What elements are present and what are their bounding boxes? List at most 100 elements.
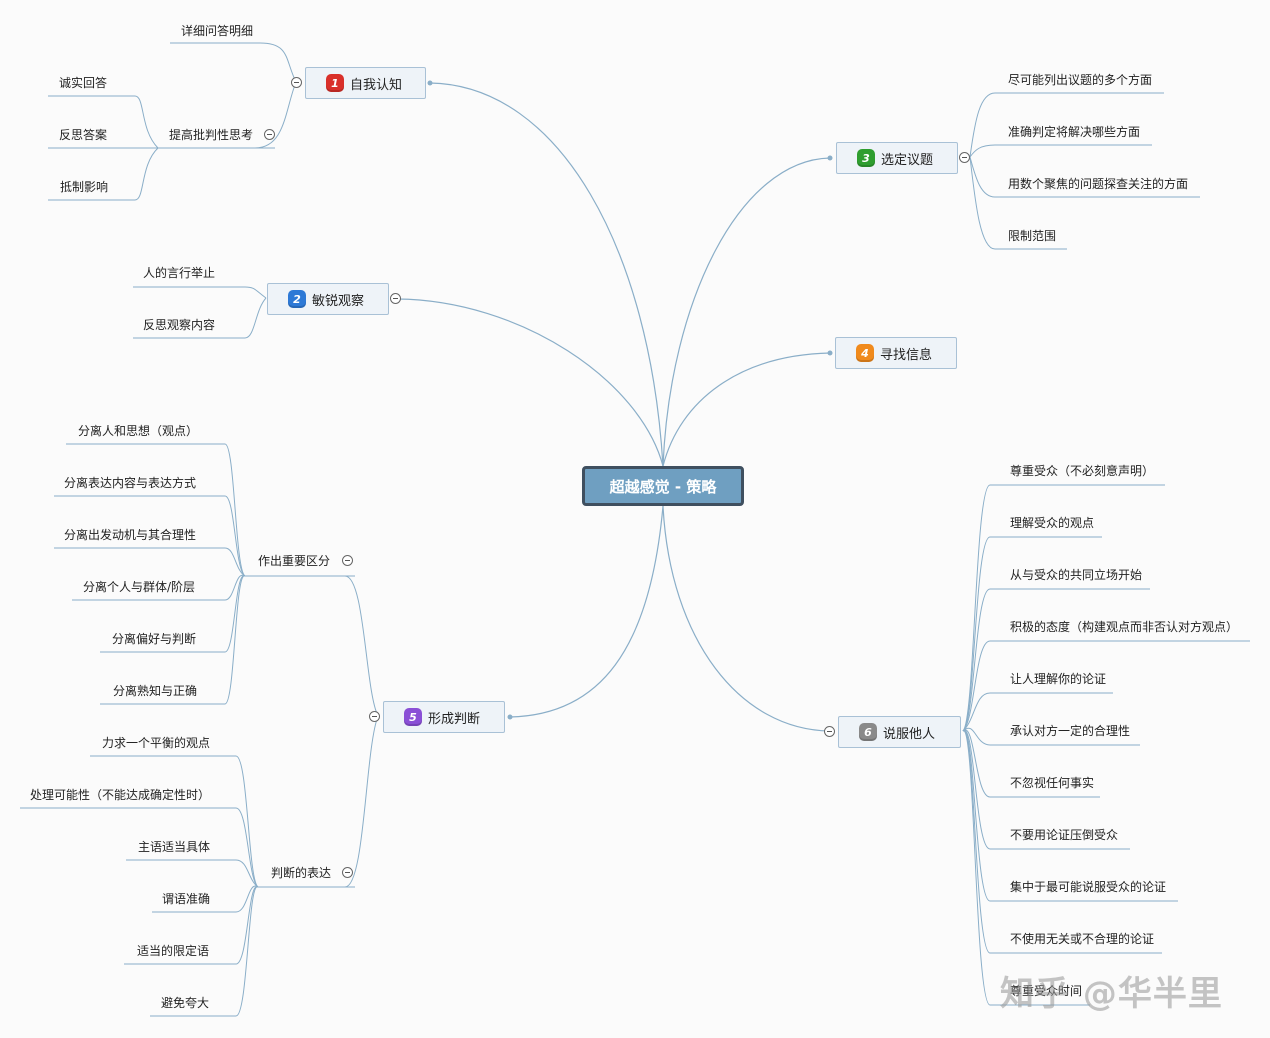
collapse-toggle-icon[interactable] <box>342 555 353 566</box>
leaf-topic[interactable]: 反思答案 <box>59 128 108 142</box>
subtopic[interactable]: 理解受众的观点 <box>1010 516 1095 530</box>
topic-form-judgment[interactable]: 5 形成判断 <box>383 701 505 733</box>
topic-persuade-others[interactable]: 6 说服他人 <box>838 716 961 748</box>
leaf-topic[interactable]: 抵制影响 <box>60 180 109 194</box>
subtopic[interactable]: 不忽视任何事实 <box>1010 776 1095 790</box>
leaf-topic[interactable]: 分离人和思想（观点） <box>78 424 199 438</box>
subtopic[interactable]: 从与受众的共同立场开始 <box>1010 568 1143 582</box>
collapse-toggle-icon[interactable] <box>369 711 380 722</box>
connector-line <box>969 156 996 250</box>
connector-line <box>662 157 831 467</box>
topic-label: 寻找信息 <box>880 347 933 363</box>
subtopic[interactable]: 准确判定将解决哪些方面 <box>1008 125 1141 139</box>
subtopic[interactable]: 尊重受众（不必刻意声明） <box>1010 464 1155 478</box>
connector-line <box>396 298 664 467</box>
subtopic[interactable]: 让人理解你的论证 <box>1010 672 1107 686</box>
topic-label: 自我认知 <box>350 77 403 93</box>
topic-self-awareness[interactable]: 1 自我认知 <box>305 67 426 99</box>
connector-line <box>224 575 246 653</box>
connector-line <box>962 640 991 732</box>
subtopic[interactable]: 积极的态度（构建观点而非否认对方观点） <box>1010 620 1239 634</box>
connector-line <box>224 574 246 601</box>
topic-select-issue[interactable]: 3 选定议题 <box>836 142 958 174</box>
connector-line <box>962 730 991 1006</box>
connector-line <box>969 156 996 198</box>
topic-label: 说服他人 <box>883 726 936 742</box>
connector-dot <box>507 714 513 720</box>
collapse-toggle-icon[interactable] <box>264 129 275 140</box>
connector-line <box>224 547 246 577</box>
connector-line <box>244 286 267 299</box>
connector-line <box>344 715 379 888</box>
subtopic[interactable]: 尽可能列出议题的多个方面 <box>1008 73 1153 87</box>
leaf-topic[interactable]: 避免夸大 <box>161 996 210 1010</box>
connector-line <box>962 730 991 902</box>
leaf-topic[interactable]: 分离表达内容与表达方式 <box>64 476 197 490</box>
subtopic[interactable]: 判断的表达 <box>271 866 332 880</box>
priority-3-icon: 3 <box>857 149 875 167</box>
priority-1-icon: 1 <box>326 74 344 92</box>
connector-line <box>969 144 996 158</box>
connector-line <box>224 495 246 577</box>
root-topic[interactable]: 超越感觉 - 策略 <box>582 466 744 506</box>
connector-line <box>259 42 297 83</box>
connector-dot <box>827 155 833 161</box>
leaf-topic[interactable]: 主语适当具体 <box>138 840 211 854</box>
connector-line <box>244 297 267 339</box>
connector-line <box>429 82 664 467</box>
priority-2-icon: 2 <box>288 290 306 308</box>
leaf-topic[interactable]: 诚实回答 <box>59 76 108 90</box>
leaf-topic[interactable]: 力求一个平衡的观点 <box>102 736 211 750</box>
connector-line <box>962 729 991 798</box>
connector-line <box>235 755 259 888</box>
collapse-toggle-icon[interactable] <box>291 77 302 88</box>
connector-line <box>224 575 246 705</box>
connector-line <box>962 588 991 732</box>
connector-line <box>509 505 664 718</box>
subtopic[interactable]: 不使用无关或不合理的论证 <box>1010 932 1155 946</box>
leaf-topic[interactable]: 谓语准确 <box>162 892 211 906</box>
topic-label: 形成判断 <box>428 711 481 727</box>
subtopic[interactable]: 人的言行举止 <box>143 266 216 280</box>
watermark: 知乎 @华半里 <box>1000 974 1223 1014</box>
collapse-toggle-icon[interactable] <box>959 152 970 163</box>
leaf-topic[interactable]: 处理可能性（不能达成确定性时） <box>30 788 211 802</box>
connector-line <box>134 95 159 149</box>
topic-keen-observation[interactable]: 2 敏锐观察 <box>267 283 389 315</box>
subtopic[interactable]: 限制范围 <box>1008 229 1057 243</box>
priority-5-icon: 5 <box>404 708 422 726</box>
connector-line <box>224 443 246 577</box>
subtopic[interactable]: 作出重要区分 <box>258 554 331 568</box>
subtopic[interactable]: 承认对方一定的合理性 <box>1010 724 1131 738</box>
subtopic[interactable]: 提高批判性思考 <box>169 128 254 142</box>
connector-line <box>969 92 996 158</box>
subtopic[interactable]: 集中于最可能说服受众的论证 <box>1010 880 1167 894</box>
leaf-topic[interactable]: 分离熟知与正确 <box>113 684 198 698</box>
collapse-toggle-icon[interactable] <box>390 293 401 304</box>
connector-dot <box>827 350 833 356</box>
connector-line <box>962 727 991 746</box>
subtopic[interactable]: 用数个聚焦的问题探查关注的方面 <box>1008 177 1189 191</box>
topic-find-info[interactable]: 4 寻找信息 <box>835 337 957 369</box>
subtopic[interactable]: 尊重受众时间 <box>1010 984 1083 998</box>
subtopic[interactable]: 详细问答明细 <box>181 24 254 38</box>
connector-line <box>235 885 259 913</box>
connector-line <box>235 886 259 965</box>
leaf-topic[interactable]: 分离个人与群体/阶层 <box>83 580 196 594</box>
connector-line <box>235 859 259 888</box>
connector-line <box>235 807 259 888</box>
connector-line <box>235 886 259 1017</box>
connector-line <box>662 352 831 467</box>
leaf-topic[interactable]: 适当的限定语 <box>137 944 210 958</box>
priority-6-icon: 6 <box>859 723 877 741</box>
subtopic[interactable]: 不要用论证压倒受众 <box>1010 828 1119 842</box>
connector-dot <box>427 80 433 86</box>
collapse-toggle-icon[interactable] <box>342 867 353 878</box>
leaf-topic[interactable]: 分离偏好与判断 <box>112 632 197 646</box>
leaf-topic[interactable]: 分离出发动机与其合理性 <box>64 528 197 542</box>
subtopic[interactable]: 反思观察内容 <box>143 318 216 332</box>
priority-4-icon: 4 <box>856 344 874 362</box>
connector-line <box>962 692 991 732</box>
collapse-toggle-icon[interactable] <box>824 726 835 737</box>
